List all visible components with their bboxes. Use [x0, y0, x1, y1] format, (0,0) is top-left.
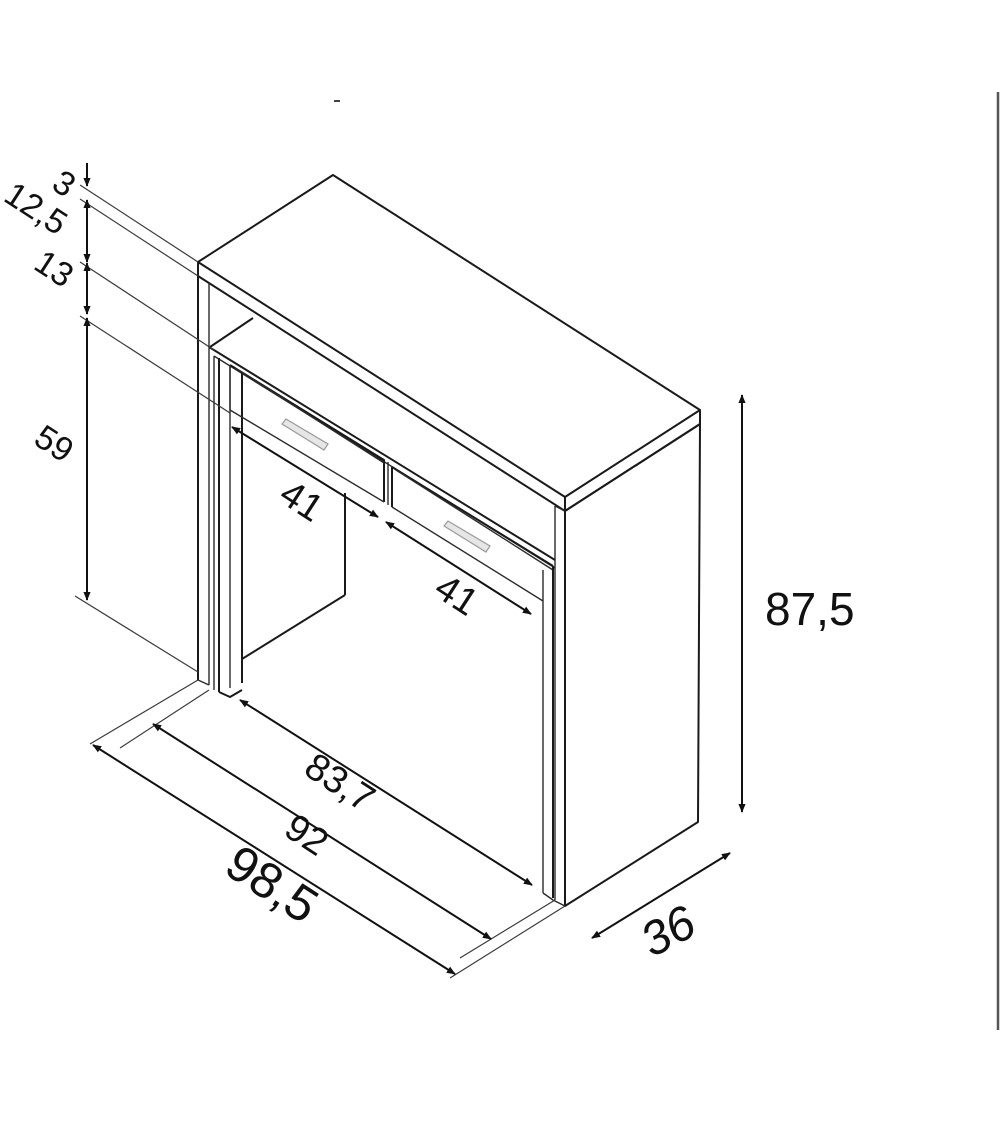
label-drawer-right-width: 41: [427, 566, 485, 624]
label-drawer-left-width: 41: [272, 472, 330, 530]
tabletop: [197, 174, 701, 512]
shelf-cavity: [208, 317, 556, 569]
label-leg-clearance: 59: [28, 418, 80, 470]
label-carcass-width: 92: [277, 806, 335, 864]
floor-outline: [89, 679, 566, 979]
label-drawer-height: 13: [28, 243, 80, 295]
console-desk: [89, 174, 701, 979]
dimension-labels: 3 12,5 13 59 41 41 83,7 92 98,5 36 87,5: [0, 163, 855, 968]
dimension-lines: [83, 163, 746, 975]
sliding-frame-left-post: [213, 356, 243, 698]
left-side-panel: [197, 276, 210, 686]
label-inner-width: 83,7: [297, 745, 382, 821]
right-side-panel: [554, 423, 701, 907]
height-extension-lines: [74, 184, 231, 673]
label-total-height: 87,5: [765, 583, 855, 635]
sliding-frame-right-post: [542, 566, 566, 907]
